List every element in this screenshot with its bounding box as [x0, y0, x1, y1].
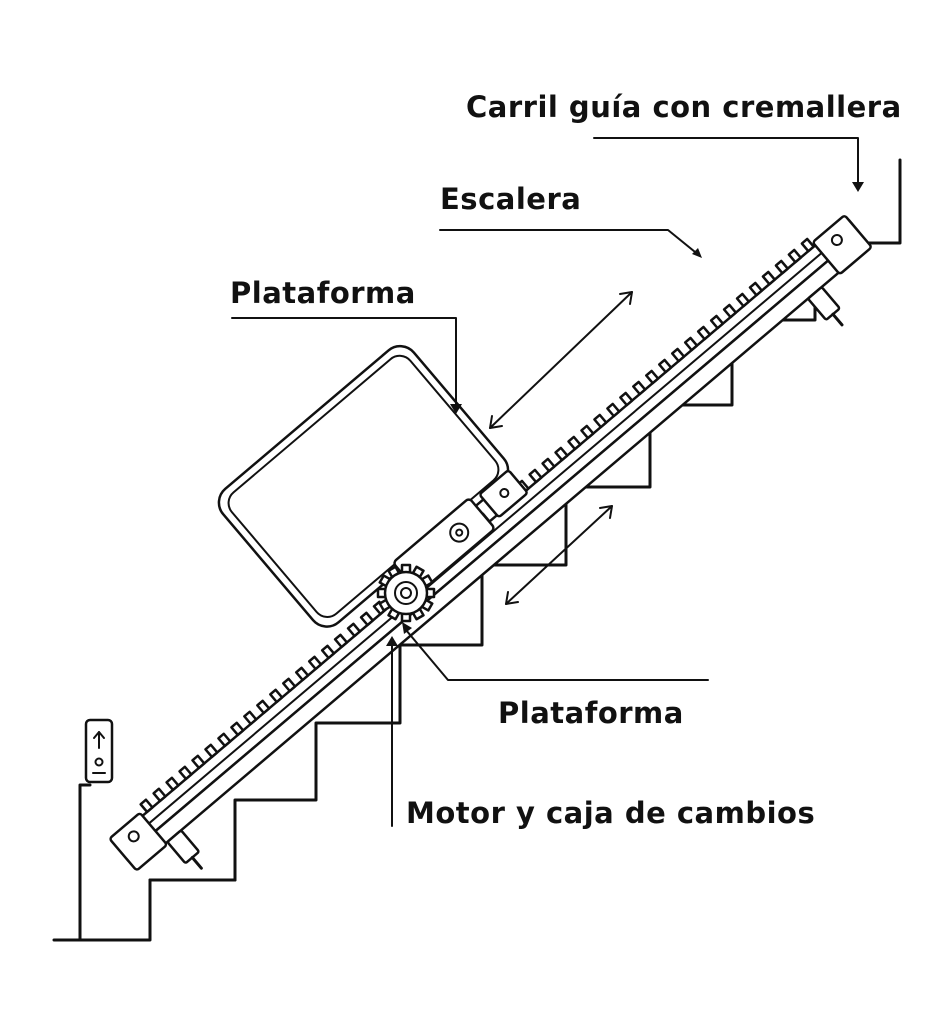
rack-tooth	[165, 776, 180, 792]
rack-tooth	[632, 380, 647, 396]
rack-tooth	[722, 303, 738, 319]
rack-tooth	[683, 336, 699, 352]
rack-tooth	[256, 699, 271, 715]
call-station-icon	[84, 718, 114, 784]
rack-tooth	[281, 677, 297, 693]
rack-tooth	[139, 798, 154, 814]
rack-tooth	[709, 314, 725, 330]
platform-top-label: Plataforma	[230, 276, 416, 310]
rack-tooth	[800, 237, 815, 253]
rack-tooth	[204, 743, 219, 759]
rack-tooth	[657, 358, 673, 374]
rack-tooth	[761, 270, 777, 286]
rack-tooth	[619, 391, 634, 407]
rack-tooth	[230, 721, 245, 737]
rack-tooth	[735, 292, 751, 308]
rack-tooth	[645, 369, 660, 385]
rack-tooth	[333, 633, 349, 649]
rack-tooth	[359, 611, 375, 627]
rack-tooth	[191, 754, 206, 770]
stairs-label: Escalera	[440, 182, 582, 216]
rail-label: Carril guía con cremallera	[466, 90, 902, 124]
rack-tooth	[152, 787, 167, 803]
rack-tooth	[554, 446, 569, 462]
rack-tooth	[567, 435, 582, 451]
rack-tooth	[593, 413, 608, 429]
rack-tooth	[787, 248, 802, 264]
platform-bottom-label: Plataforma	[498, 696, 684, 730]
rack-tooth	[670, 347, 686, 363]
rack-tooth	[294, 666, 310, 682]
rack-tooth	[307, 655, 323, 671]
double-arrow-icon	[505, 505, 613, 605]
leader-lines	[231, 137, 864, 827]
rack-tooth	[774, 259, 789, 275]
rack-tooth	[217, 732, 232, 748]
rack-tooth	[748, 281, 764, 297]
platform	[217, 344, 528, 628]
rack-tooth	[541, 457, 556, 473]
gear-icon	[376, 563, 436, 623]
motor-label: Motor y caja de cambios	[406, 796, 816, 830]
rack-tooth	[696, 325, 712, 341]
rack-tooth	[320, 644, 336, 660]
rack-tooth	[243, 710, 258, 726]
rack-tooth	[606, 402, 621, 418]
rack-tooth	[269, 688, 284, 704]
rack-tooth	[346, 622, 362, 638]
rack-tooth	[580, 424, 595, 440]
double-arrow-icon	[489, 291, 633, 429]
rack-tooth	[528, 468, 543, 484]
rack-tooth	[178, 765, 193, 781]
